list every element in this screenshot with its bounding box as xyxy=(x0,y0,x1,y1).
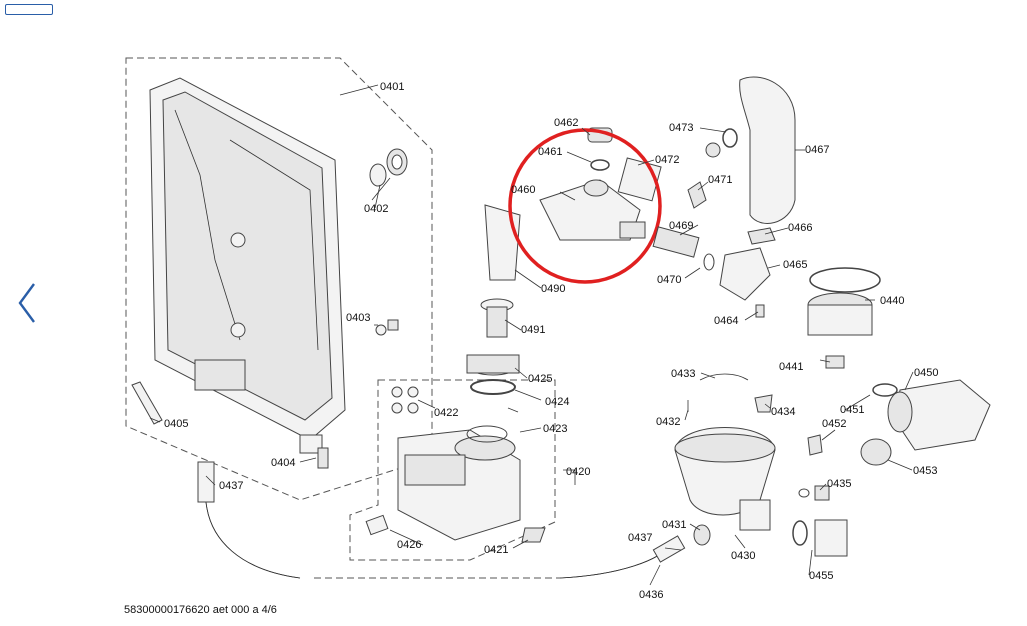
label-0464: 0464 xyxy=(714,315,738,327)
label-0401: 0401 xyxy=(380,81,404,93)
seals-0422 xyxy=(391,386,419,414)
label-0425: 0425 xyxy=(528,373,552,385)
label-0431: 0431 xyxy=(662,519,686,531)
label-0436: 0436 xyxy=(639,589,663,601)
sensor-0426 xyxy=(365,514,389,536)
clip-0471 xyxy=(687,181,707,209)
previous-image-button[interactable] xyxy=(14,280,44,326)
bracket-0421 xyxy=(521,527,546,543)
duct-0467 xyxy=(739,76,796,224)
label-0450: 0450 xyxy=(914,367,938,379)
door-panel-0401 xyxy=(149,77,346,441)
label-0466: 0466 xyxy=(788,222,812,234)
label-0423: 0423 xyxy=(543,423,567,435)
label-0490: 0490 xyxy=(541,283,565,295)
label-0435: 0435 xyxy=(827,478,851,490)
label-0472: 0472 xyxy=(655,154,679,166)
label-0404: 0404 xyxy=(271,457,295,469)
label-0452: 0452 xyxy=(822,418,846,430)
part-labels: 0401 0402 0403 0404 0405 0437 0420 0421 … xyxy=(164,81,938,601)
label-0441: 0441 xyxy=(779,361,803,373)
sump-0420 xyxy=(397,425,521,541)
sensor-0435 xyxy=(798,485,830,501)
funnel-0490 xyxy=(484,204,521,281)
drain-hose-0437-0436 xyxy=(197,461,686,579)
diagram-reference-code: 58300000176620 aet 000 a 4/6 xyxy=(124,604,277,616)
seal-0473 xyxy=(705,128,738,158)
label-0432: 0432 xyxy=(656,416,680,428)
label-0426: 0426 xyxy=(397,539,421,551)
label-0469: 0469 xyxy=(669,220,693,232)
label-0462: 0462 xyxy=(554,117,578,129)
label-0424: 0424 xyxy=(545,396,569,408)
label-0437-left: 0437 xyxy=(219,480,243,492)
valve-0403 xyxy=(375,319,399,336)
pump-0455 xyxy=(792,519,848,557)
filter-0425-0424 xyxy=(466,354,520,395)
aquastop-0460-group xyxy=(539,127,662,241)
label-0455: 0455 xyxy=(809,570,833,582)
label-0453: 0453 xyxy=(913,465,937,477)
label-0437-right: 0437 xyxy=(628,532,652,544)
label-0471: 0471 xyxy=(708,174,732,186)
nozzle-0491 xyxy=(480,298,514,338)
connector-0404 xyxy=(299,434,329,469)
heater-0440 xyxy=(807,267,881,369)
chevron-left-icon xyxy=(18,283,35,323)
pump-housing-0430 xyxy=(674,373,776,546)
label-0430: 0430 xyxy=(731,550,755,562)
highlight-circle xyxy=(508,128,662,284)
label-0422: 0422 xyxy=(434,407,458,419)
label-0433: 0433 xyxy=(671,368,695,380)
label-0440: 0440 xyxy=(880,295,904,307)
label-0461: 0461 xyxy=(538,146,562,158)
label-0451: 0451 xyxy=(840,404,864,416)
label-0470: 0470 xyxy=(657,274,681,286)
sump-group-outline xyxy=(349,379,556,561)
hose-0469-0470 xyxy=(652,226,715,271)
clip-0405 xyxy=(131,381,163,425)
label-0403: 0403 xyxy=(346,312,370,324)
leader-lines xyxy=(149,127,914,586)
label-0402: 0402 xyxy=(364,203,388,215)
label-0473: 0473 xyxy=(669,122,693,134)
label-0460: 0460 xyxy=(511,184,535,196)
label-0491: 0491 xyxy=(521,324,545,336)
label-0434: 0434 xyxy=(771,406,795,418)
label-0467: 0467 xyxy=(805,144,829,156)
motor-0450 xyxy=(807,379,991,466)
label-0421: 0421 xyxy=(484,544,508,556)
label-0465: 0465 xyxy=(783,259,807,271)
top-toggle-button[interactable] xyxy=(5,4,53,15)
pump-0465 xyxy=(719,227,776,318)
label-0405: 0405 xyxy=(164,418,188,430)
label-0420: 0420 xyxy=(566,466,590,478)
seal-0402 xyxy=(369,148,408,187)
